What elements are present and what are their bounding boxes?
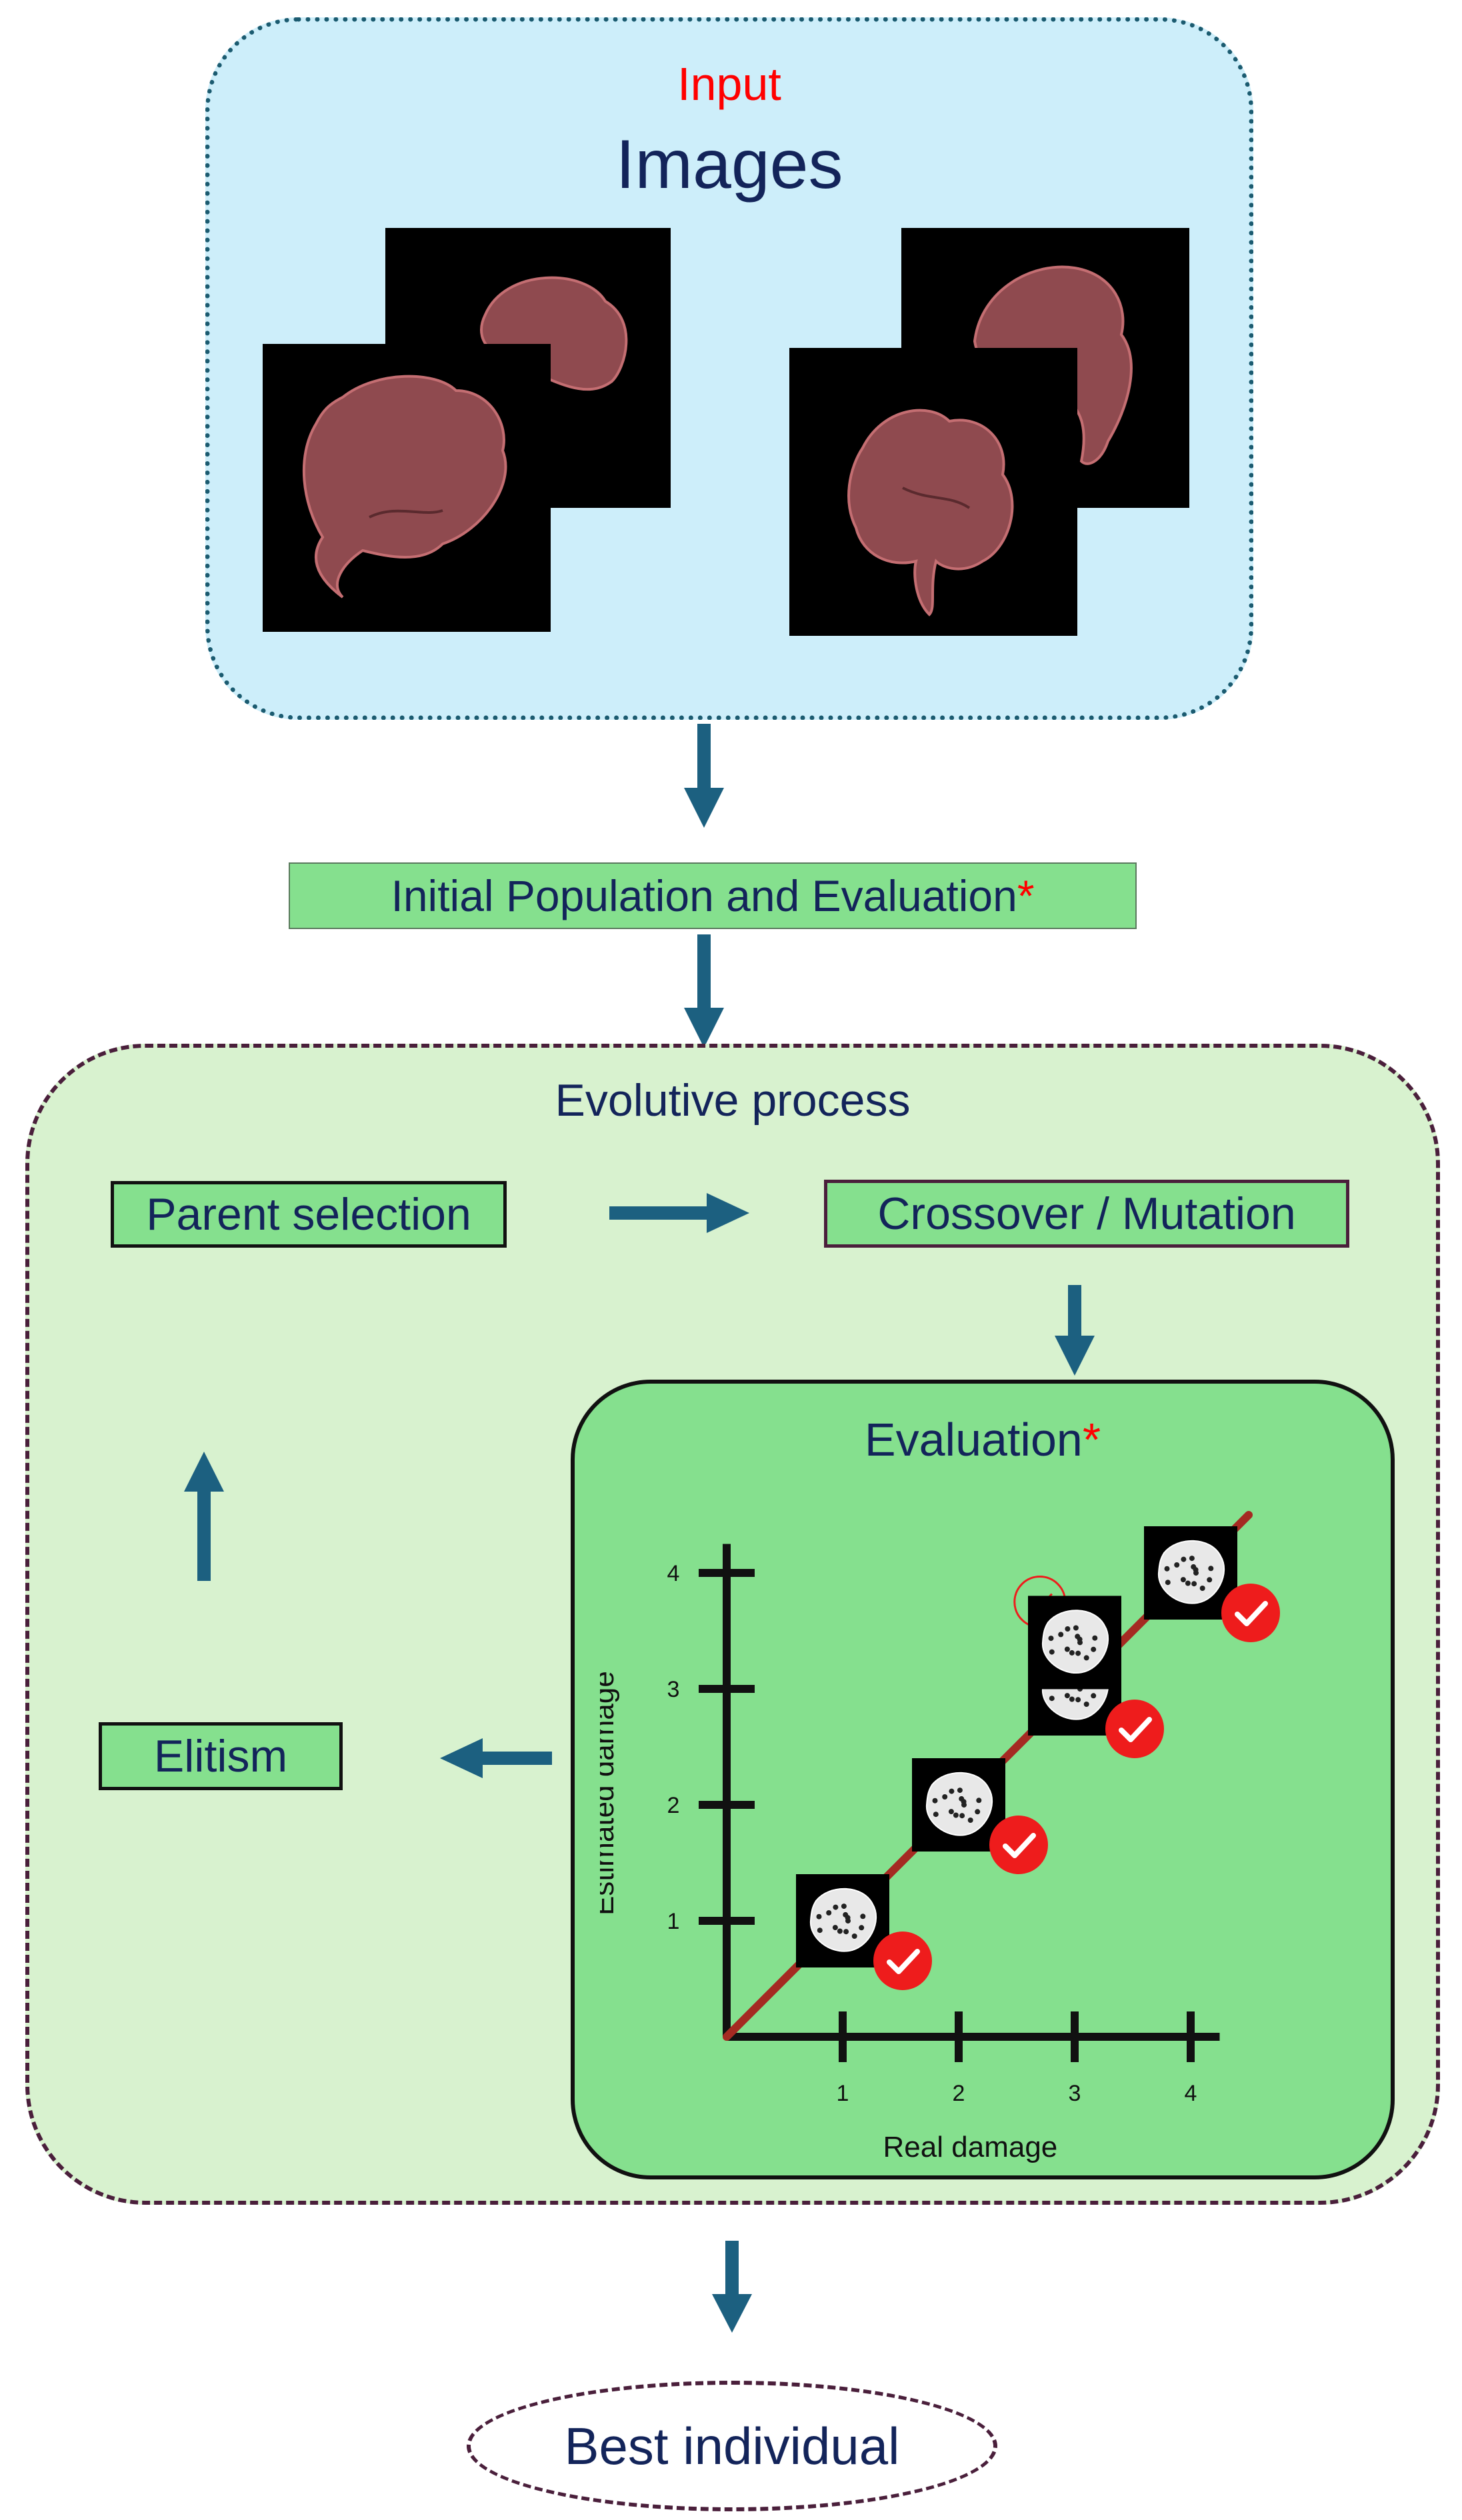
x-tick-label: 4 xyxy=(1185,2081,1197,2106)
images-title: Images xyxy=(615,126,843,203)
evolutive-process-title: Evolutive process xyxy=(555,1075,911,1126)
parent-selection-label: Parent selection xyxy=(146,1189,471,1240)
liver-scan-image xyxy=(789,348,1077,636)
chart-axes xyxy=(699,1544,1220,2062)
crossover-mutation-box: Crossover / Mutation xyxy=(824,1180,1349,1248)
y-tick-label: 1 xyxy=(667,1909,680,1934)
evaluation-label: Evaluation xyxy=(864,1414,1083,1466)
liver-scan-image xyxy=(263,344,551,632)
x-axis-label: Real damage xyxy=(883,2131,1058,2163)
initial-population-label: Initial Population and Evaluation xyxy=(391,871,1017,920)
y-axis-label: Estimated damage xyxy=(600,1671,620,1915)
data-point xyxy=(1144,1526,1280,1642)
y-tick-label: 2 xyxy=(667,1793,680,1818)
check-icon xyxy=(873,1931,932,1990)
data-point xyxy=(796,1874,932,1990)
y-tick-label: 3 xyxy=(667,1677,680,1702)
arrow-up-icon xyxy=(184,1452,224,1581)
data-point xyxy=(1028,1596,1121,1690)
parent-selection-box: Parent selection xyxy=(111,1181,507,1248)
check-icon xyxy=(1105,1700,1164,1758)
asterisk-mark: * xyxy=(1082,1414,1101,1466)
arrow-down-icon xyxy=(712,2241,752,2333)
check-icon xyxy=(989,1816,1048,1874)
x-tick-label: 2 xyxy=(953,2081,965,2106)
elitism-box: Elitism xyxy=(99,1722,343,1790)
evaluation-title: Evaluation* xyxy=(571,1413,1395,1466)
input-label: Input xyxy=(677,58,781,110)
data-point xyxy=(912,1758,1048,1874)
check-icon xyxy=(1221,1584,1280,1642)
y-tick-label: 4 xyxy=(667,1561,680,1586)
x-tick-label: 1 xyxy=(837,2081,849,2106)
best-individual-label: Best individual xyxy=(564,2416,900,2475)
chart-points xyxy=(796,1526,1280,1990)
best-individual-node: Best individual xyxy=(467,2381,997,2511)
arrow-down-icon xyxy=(684,934,724,1048)
x-tick-label: 3 xyxy=(1069,2081,1081,2106)
elitism-label: Elitism xyxy=(153,1731,288,1782)
arrow-down-icon xyxy=(684,724,724,828)
asterisk-mark: * xyxy=(1017,871,1035,920)
initial-population-box: Initial Population and Evaluation* xyxy=(289,862,1137,929)
arrow-left-icon xyxy=(440,1738,552,1778)
arrow-right-icon xyxy=(609,1193,749,1233)
crossover-mutation-label: Crossover / Mutation xyxy=(877,1188,1296,1239)
arrow-down-icon xyxy=(1055,1285,1095,1376)
